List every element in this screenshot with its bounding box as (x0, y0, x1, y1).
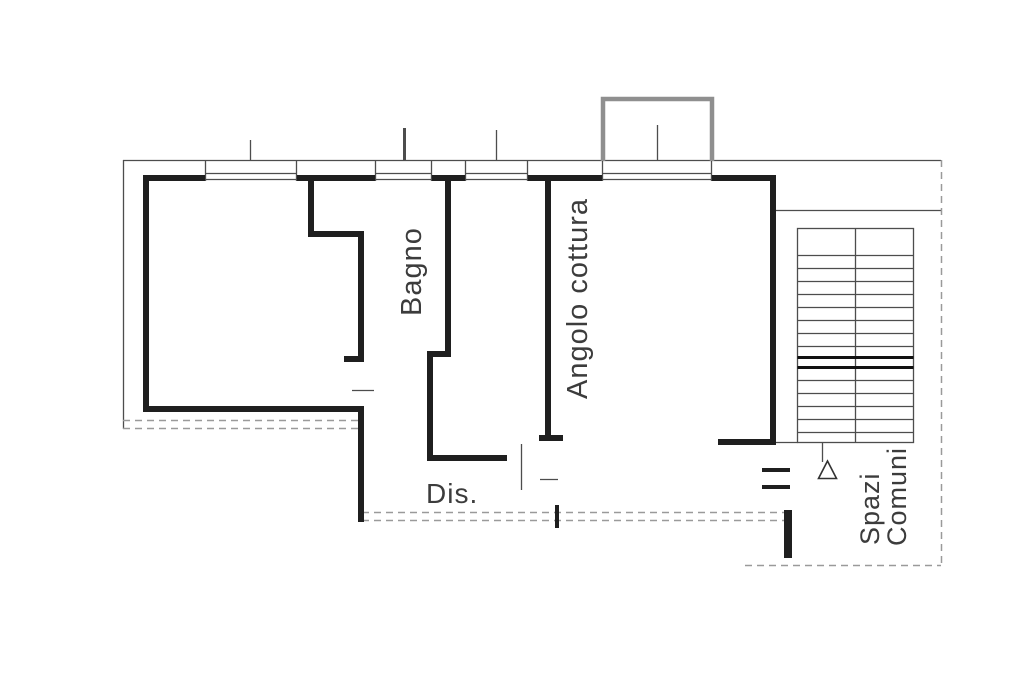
left-wall (143, 175, 149, 412)
right-wall (770, 175, 776, 445)
wall-group (143, 175, 792, 558)
entrance-arrow-icon (817, 459, 838, 480)
threshold-mark (555, 505, 559, 528)
kitchen-left-wall-foot (539, 435, 563, 441)
top-wall-segment (528, 175, 602, 181)
bottom-left-wall (143, 406, 364, 412)
label-group: Bagno Angolo cottura Dis. Spazi Comuni (396, 198, 912, 546)
bagno-right-wall-upper (445, 181, 451, 357)
top-wall-segment (143, 175, 205, 181)
area-label-spazi: Spazi (855, 472, 885, 545)
bagno-right-wall-lower (427, 351, 433, 461)
balcony-group (600, 96, 715, 161)
bagno-left-wall-stub (344, 356, 364, 362)
corridor-left-wall (358, 406, 364, 522)
dashed-line-group (123, 160, 943, 567)
balcony-outline (600, 96, 715, 161)
top-wall-segment (712, 175, 776, 181)
room-label-bagno: Bagno (396, 227, 428, 316)
thin-line-group (122, 125, 941, 490)
corridor-right-stub-wall (784, 510, 792, 558)
stair-cut-group (797, 356, 914, 369)
room-label-angolo-cottura: Angolo cottura (562, 198, 594, 399)
kitchen-bottom-wall (718, 439, 776, 445)
top-wall-segment (297, 175, 375, 181)
entry-jamb-lower (762, 485, 790, 489)
bagno-left-wall-upper (308, 181, 314, 237)
kitchen-left-wall (545, 181, 551, 441)
top-wall-segment (432, 175, 465, 181)
area-label-comuni: Comuni (882, 447, 912, 546)
bagno-right-wall-jog (427, 351, 451, 357)
dis-top-wall (427, 455, 507, 461)
entry-jamb-upper (762, 468, 790, 472)
bagno-left-wall-jog (308, 231, 364, 237)
bagno-left-wall-lower (358, 231, 364, 362)
room-label-dis: Dis. (426, 478, 478, 509)
